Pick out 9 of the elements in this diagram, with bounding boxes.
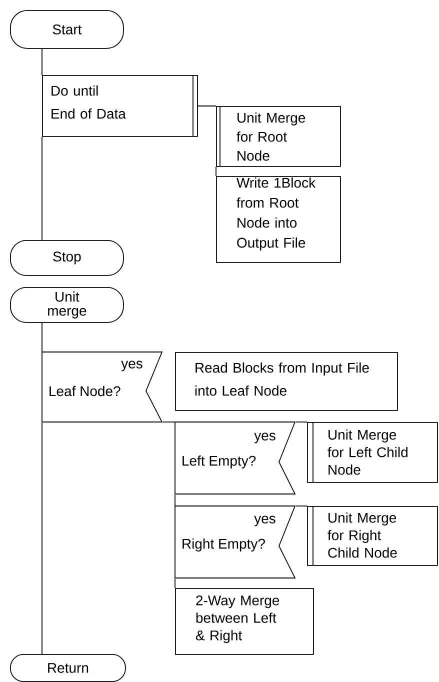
process-box: Unit Merge for Right Child Node xyxy=(307,506,438,566)
process-box: Write 1Block from Root Node into Output File xyxy=(216,176,341,263)
process-box: Unit Merge for Left Child Node xyxy=(307,422,438,483)
connector-line xyxy=(174,578,176,588)
loop-box: Do until End of Data xyxy=(42,74,198,137)
process-box: Unit Merge for Root Node xyxy=(216,106,341,167)
process-box: Read Blocks from Input File into Leaf Node xyxy=(175,352,398,411)
process-box: 2-Way Merge between Left & Right xyxy=(175,588,314,655)
connector-line xyxy=(174,494,176,506)
